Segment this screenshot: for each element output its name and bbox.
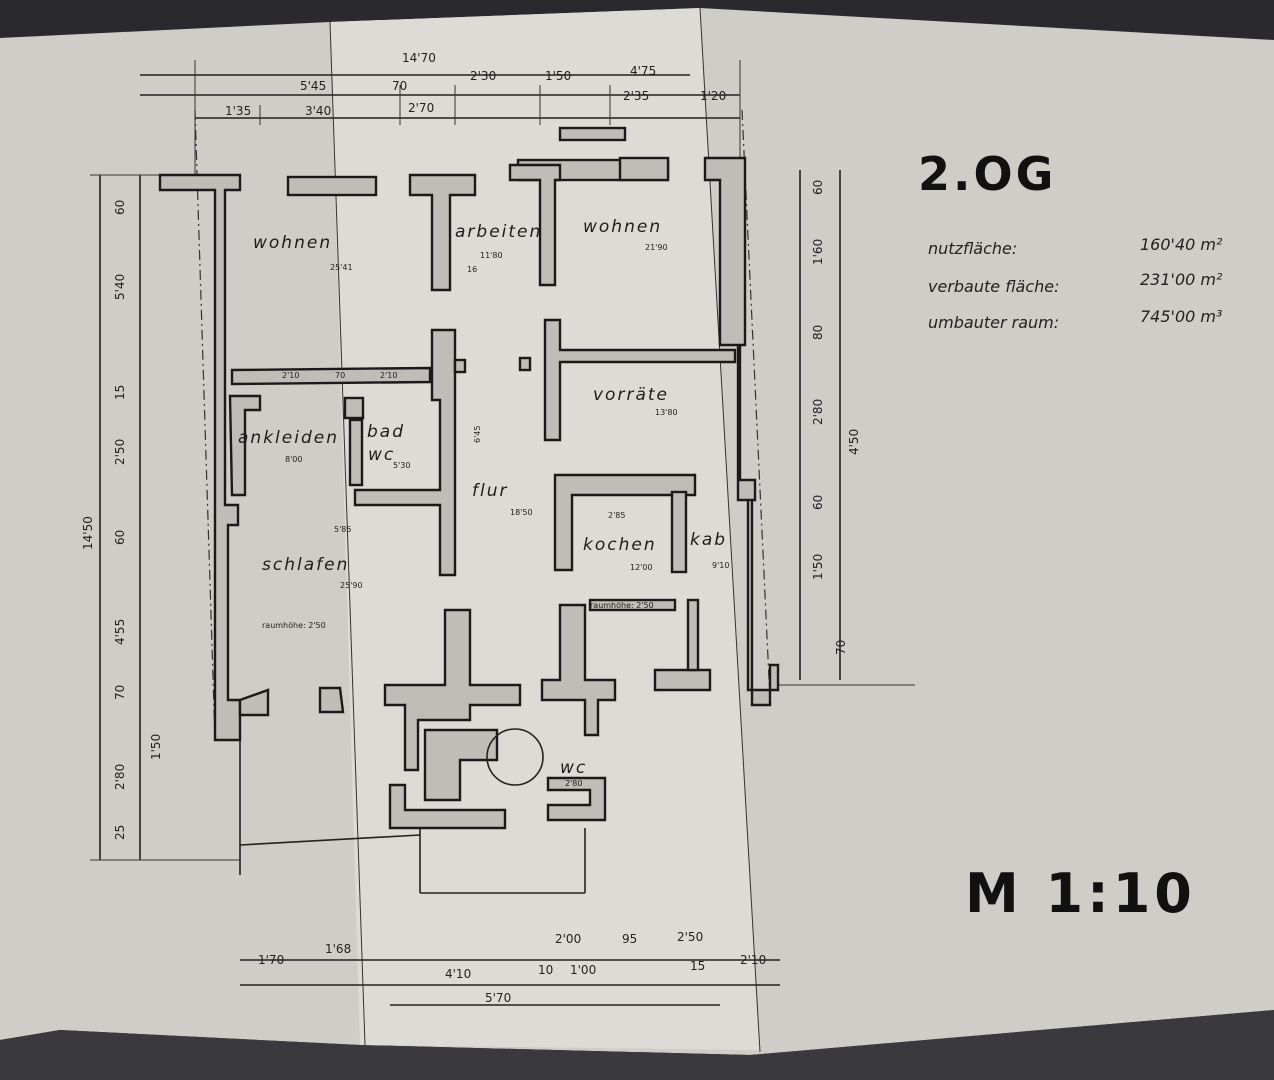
room-arbeiten-area: 11'80 — [480, 251, 503, 260]
area-stats: nutzfläche: 160'40 m² verbaute fläche: 2… — [928, 235, 1223, 332]
room-labels: wohnen 25'41 arbeiten 11'80 wohnen 21'90… — [238, 217, 729, 788]
dim-right: 4'50 — [847, 429, 861, 455]
dim-top-row1: 5'45 — [300, 79, 326, 93]
stat-label: umbauter raum: — [928, 313, 1059, 332]
dim-bottom-row2: 15 — [690, 959, 705, 973]
dim-bottom-row2: 4'10 — [445, 967, 471, 981]
dim-left: 25 — [113, 825, 127, 840]
dim-bottom-total: 5'70 — [485, 991, 511, 1005]
fold-line-right — [699, 7, 761, 1053]
interior-dim: 2'85 — [608, 511, 625, 520]
dim-bottom-row2: 10 — [538, 963, 553, 977]
stat-label: nutzfläche: — [928, 239, 1017, 258]
room-vorraete: vorräte — [593, 385, 669, 405]
scale-label: M 1:10 — [965, 862, 1196, 925]
dim-right: 70 — [834, 640, 848, 655]
dim-left: 15 — [113, 385, 127, 400]
room-kochen: kochen — [583, 535, 657, 555]
top-dimension-labels: 14'70 5'45 70 2'30 1'50 4'75 1'35 3'40 2… — [225, 51, 726, 118]
dim-right: 60 — [811, 180, 825, 195]
interior-dim: 2'10 — [380, 371, 397, 380]
interior-dim: 16 — [467, 265, 477, 274]
dim-left: 5'40 — [113, 274, 127, 300]
dim-right: 80 — [811, 325, 825, 340]
room-ankleiden-area: 8'00 — [285, 455, 302, 464]
room-wohnen-right: wohnen — [583, 217, 662, 237]
dim-left: 2'50 — [113, 439, 127, 465]
dim-bottom-row1: 95 — [622, 932, 637, 946]
stat-value: 231'00 m² — [1140, 270, 1223, 289]
dim-left: 1'50 — [149, 734, 163, 760]
dim-right: 2'80 — [811, 399, 825, 425]
room-wc-lower-area: 2'80 — [565, 779, 582, 788]
dim-right: 1'50 — [811, 554, 825, 580]
dim-top-row1: 1'50 — [545, 69, 571, 83]
dim-right: 1'60 — [811, 239, 825, 265]
dim-bottom-row2: 2'10 — [740, 953, 766, 967]
dim-left: 70 — [113, 685, 127, 700]
dim-top-row1: 70 — [392, 79, 407, 93]
room-kab-area: 9'10 — [712, 561, 729, 570]
dim-bottom-row1: 1'68 — [325, 942, 351, 956]
dim-left: 4'55 — [113, 619, 127, 645]
interior-dimensions: 2'10 70 2'10 2'85 5'85 16 6'45 — [282, 265, 625, 534]
top-dimension-lines — [140, 60, 741, 175]
floor-title: 2.OG — [918, 147, 1056, 201]
dim-bottom-row2: 1'00 — [570, 963, 596, 977]
axis-lines — [194, 109, 771, 741]
left-dimension-labels: 60 5'40 15 2'50 60 4'55 70 2'80 25 14'50… — [81, 200, 163, 840]
side-dimension-lines — [90, 170, 915, 1006]
room-flur: flur — [472, 481, 508, 501]
room-wohnen-right-area: 21'90 — [645, 243, 668, 252]
dim-top-row1: 2'30 — [470, 69, 496, 83]
room-wohnen-left: wohnen — [253, 233, 332, 253]
dim-right: 60 — [811, 495, 825, 510]
note-raumhoehe-right: raumhöhe: 2'50 — [590, 601, 654, 610]
room-kab: kab — [690, 530, 727, 550]
dim-left: 60 — [113, 530, 127, 545]
dim-top-row2: 3'40 — [305, 104, 331, 118]
interior-dim: 70 — [335, 371, 345, 380]
room-vorraete-area: 13'80 — [655, 408, 678, 417]
room-schlafen-area: 25'90 — [340, 581, 363, 590]
room-wc-upper: wc — [368, 445, 395, 465]
room-wc-upper-area: 5'30 — [393, 461, 410, 470]
dim-top-row2: 1'20 — [700, 89, 726, 103]
stat-value: 160'40 m² — [1140, 235, 1223, 254]
dim-bottom-row1: 2'50 — [677, 930, 703, 944]
room-wc-lower: wc — [560, 758, 587, 778]
right-dimension-labels: 60 1'60 80 2'80 60 1'50 70 4'50 — [811, 180, 861, 655]
dim-left: 60 — [113, 200, 127, 215]
table-edge — [0, 1010, 1274, 1080]
room-bad: bad — [367, 422, 405, 442]
dim-bottom-row1: 1'70 — [258, 953, 284, 967]
dim-left: 14'50 — [81, 516, 95, 550]
room-arbeiten: arbeiten — [455, 222, 542, 242]
exterior-walls — [158, 156, 780, 875]
interior-dim: 2'10 — [282, 371, 299, 380]
stat-label: verbaute fläche: — [928, 277, 1060, 296]
dim-top-total: 14'70 — [402, 51, 436, 65]
stat-value: 745'00 m³ — [1140, 307, 1222, 326]
dim-top-row2: 2'35 — [623, 89, 649, 103]
room-schlafen: schlafen — [262, 555, 349, 575]
interior-dim: 5'85 — [334, 525, 351, 534]
dim-top-row2: 1'35 — [225, 104, 251, 118]
dim-left: 2'80 — [113, 764, 127, 790]
note-raumhoehe-left: raumhöhe: 2'50 — [262, 621, 326, 630]
room-wohnen-left-area: 25'41 — [330, 263, 353, 272]
room-flur-area: 18'50 — [510, 508, 533, 517]
interior-walls — [228, 126, 737, 894]
interior-dim: 6'45 — [473, 426, 482, 443]
room-kochen-area: 12'00 — [630, 563, 653, 572]
room-ankleiden: ankleiden — [238, 428, 339, 448]
bottom-dimension-labels: 1'70 1'68 2'00 95 2'50 4'10 10 1'00 15 2… — [258, 930, 766, 1005]
dim-bottom-row1: 2'00 — [555, 932, 581, 946]
dim-top-row2: 2'70 — [408, 101, 434, 115]
dim-top-row1: 4'75 — [630, 64, 656, 78]
